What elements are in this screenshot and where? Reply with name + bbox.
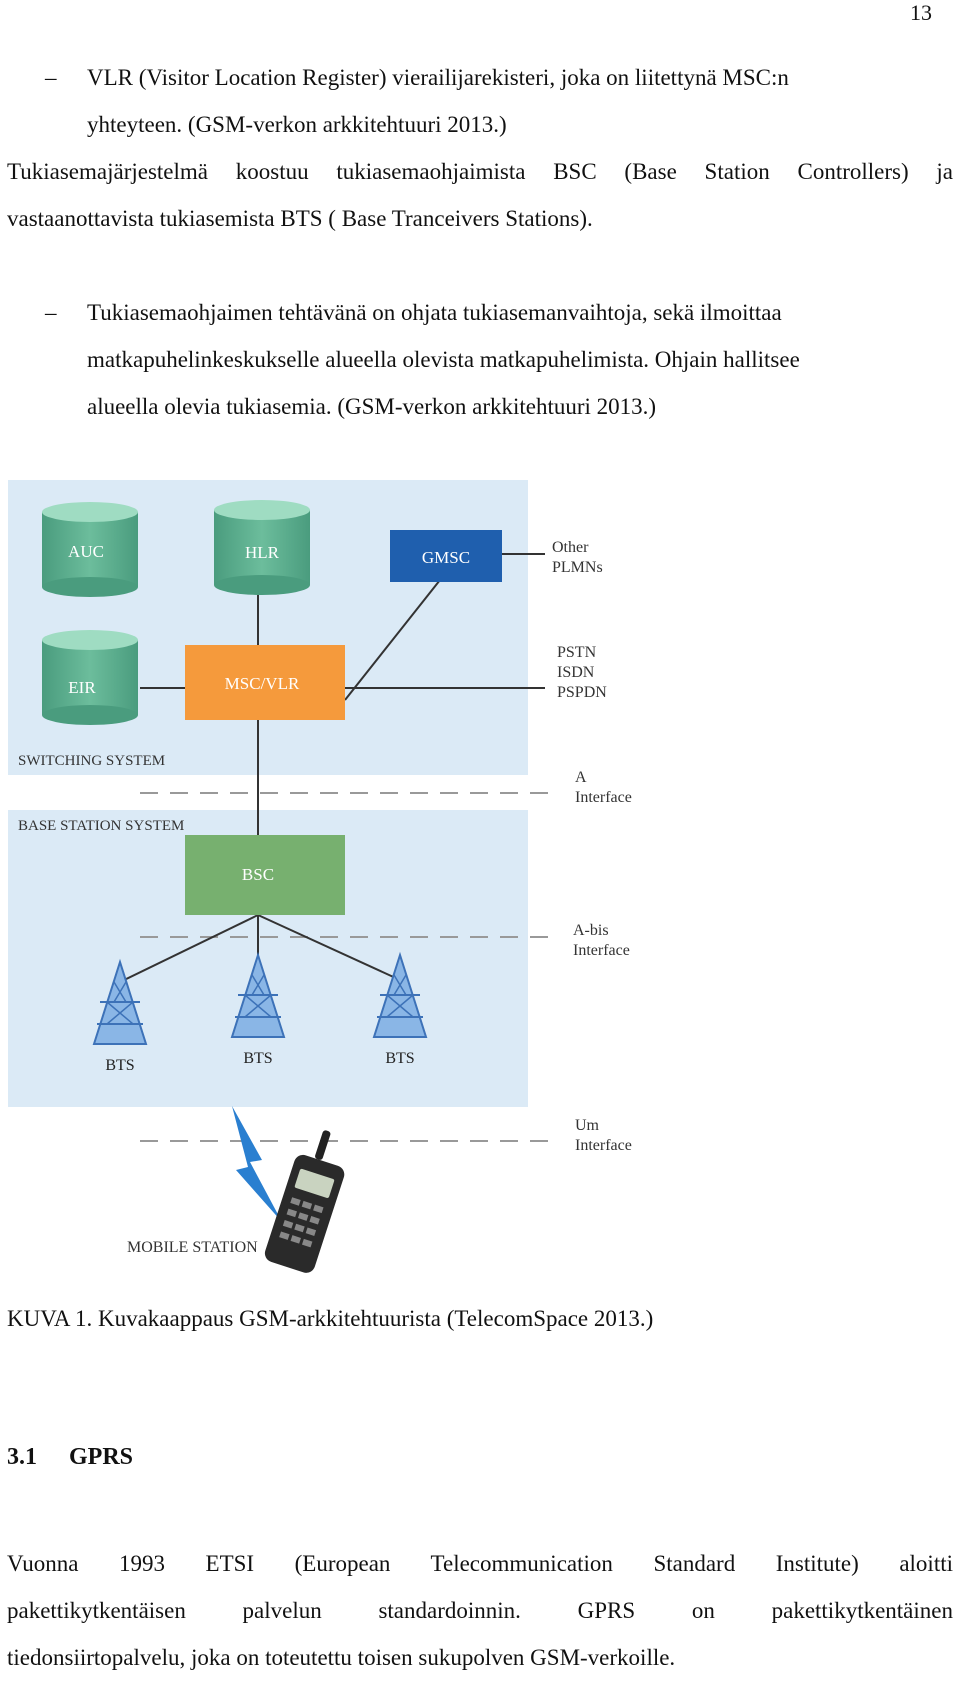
page-number: 13 xyxy=(910,0,932,25)
abis-interface-label-1: A-bis xyxy=(573,922,609,939)
msc-gmsc-link xyxy=(344,579,441,701)
bullet-vlr-line-1: VLR (Visitor Location Register) vieraili… xyxy=(87,65,789,90)
paragraph-line-2: vastaanottavista tukiasemista BTS ( Base… xyxy=(7,206,593,231)
paragraph-gprs-line-1: Vuonna 1993 ETSI (European Telecommunica… xyxy=(7,1551,953,1576)
bsc-label: BSC xyxy=(242,865,274,884)
msc-vlr-label: MSC/VLR xyxy=(225,674,300,693)
bullet-vlr-line-2: yhteyteen. (GSM-verkon arkkitehtuuri 201… xyxy=(87,112,507,137)
other-plmns-label-2: PLMNs xyxy=(552,559,603,576)
mobile-station-label: MOBILE STATION xyxy=(127,1239,258,1256)
section-heading: 3.1 GPRS xyxy=(7,1444,133,1471)
paragraph-gprs: Vuonna 1993 ETSI (European Telecommunica… xyxy=(7,1540,953,1681)
hlr-database: HLR xyxy=(214,500,310,595)
mobile-phone-icon xyxy=(264,1130,345,1273)
other-plmns-label-1: Other xyxy=(552,539,589,556)
auc-database: AUC xyxy=(42,502,138,597)
paragraph-base-station-system: Tukiasemajärjestelmä koostuu tukiasemaoh… xyxy=(7,148,953,242)
bts-tower-icon xyxy=(372,951,428,1038)
gmsc-label: GMSC xyxy=(422,548,470,567)
paragraph-gprs-line-2: pakettikytkentäisen palvelun standardoin… xyxy=(7,1598,953,1623)
bullet-vlr: – VLR (Visitor Location Register) vierai… xyxy=(7,54,953,148)
bullet-dash: – xyxy=(45,300,57,325)
pspdn-label: PSPDN xyxy=(557,684,607,701)
hlr-label: HLR xyxy=(245,543,280,562)
a-interface-label-1: A xyxy=(575,769,587,786)
bts-tower-icon xyxy=(230,951,286,1038)
um-interface-label-2: Interface xyxy=(575,1137,632,1154)
bts-1-label: BTS xyxy=(105,1057,134,1074)
bsc-bts1-link xyxy=(119,914,259,983)
eir-database: EIR xyxy=(42,630,138,725)
bsc-node: BSC xyxy=(185,835,345,915)
bullet-bsc-line-2: matkapuhelinkeskukselle alueella olevist… xyxy=(87,347,800,372)
bullet-bsc-line-3: alueella olevia tukiasemia. (GSM-verkon … xyxy=(87,394,657,419)
lightning-icon xyxy=(232,1106,282,1222)
base-station-system-label: BASE STATION SYSTEM xyxy=(18,818,184,834)
eir-label: EIR xyxy=(68,678,96,697)
auc-label: AUC xyxy=(68,542,104,561)
bullet-bsc: – Tukiasemaohjaimen tehtävänä on ohjata … xyxy=(7,289,953,430)
pstn-label: PSTN xyxy=(557,644,597,661)
a-interface-label-2: Interface xyxy=(575,789,632,806)
section-number: 3.1 xyxy=(7,1444,37,1470)
bsc-bts3-link xyxy=(257,914,401,981)
figure-caption: KUVA 1. Kuvakaappaus GSM-arkkitehtuurist… xyxy=(7,1306,654,1331)
msc-vlr-node: MSC/VLR xyxy=(185,645,345,720)
isdn-label: ISDN xyxy=(557,664,595,681)
bullet-dash: – xyxy=(45,65,57,90)
bts-3-label: BTS xyxy=(385,1050,414,1067)
bullet-bsc-line-1: Tukiasemaohjaimen tehtävänä on ohjata tu… xyxy=(87,300,782,325)
gsm-architecture-figure: AUC HLR GMSC EIR MSC/VLR BS xyxy=(0,470,700,1290)
switching-system-label: SWITCHING SYSTEM xyxy=(18,753,165,769)
section-title: GPRS xyxy=(69,1444,134,1470)
abis-interface-label-2: Interface xyxy=(573,942,630,959)
paragraph-gprs-line-3: tiedonsiirtopalvelu, joka on toteutettu … xyxy=(7,1645,676,1670)
bts-2-label: BTS xyxy=(243,1050,272,1067)
gmsc-node: GMSC xyxy=(390,530,502,582)
gsm-architecture-diagram: AUC HLR GMSC EIR MSC/VLR BS xyxy=(8,480,632,1273)
um-interface-label-1: Um xyxy=(575,1117,600,1134)
bts-tower-icon xyxy=(92,958,148,1045)
paragraph-line-1: Tukiasemajärjestelmä koostuu tukiasemaoh… xyxy=(7,159,953,184)
